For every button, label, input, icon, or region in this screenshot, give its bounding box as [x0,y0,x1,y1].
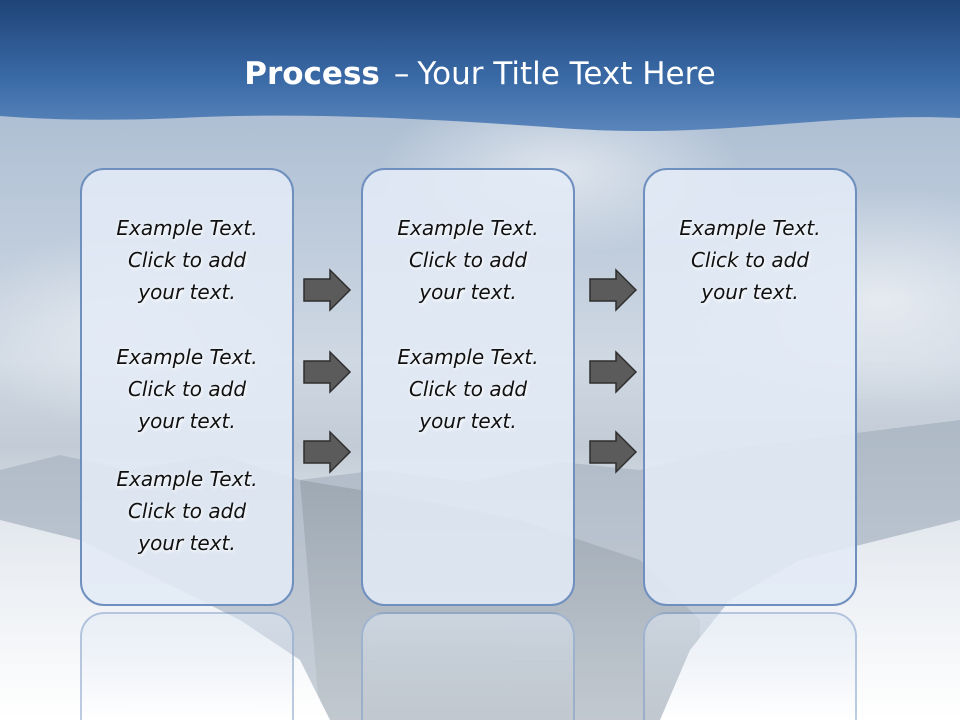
process-step-2-panel[interactable]: Example Text. Click to add your text. Ex… [361,168,575,606]
text-line: your text. [138,531,236,555]
text-line: Click to add [408,377,528,401]
text-line: your text. [138,280,236,304]
text-line: your text. [419,409,517,433]
text-line: Example Text. [116,216,258,240]
right-arrow-icon[interactable] [302,350,352,394]
text-line: Click to add [127,377,247,401]
right-arrow-icon[interactable] [588,268,638,312]
text-line: Click to add [690,248,810,272]
process-step-3-panel[interactable]: Example Text. Click to add your text. [643,168,857,606]
text-line: your text. [138,409,236,433]
right-arrow-icon[interactable] [302,430,352,474]
text-line: your text. [701,280,799,304]
text-line: Example Text. [116,467,258,491]
text-line: Example Text. [397,216,539,240]
right-arrow-icon[interactable] [588,350,638,394]
text-line: Click to add [127,499,247,523]
panel-reflection [80,612,294,720]
title-text: Your Title Text Here [417,56,716,92]
text-line: Example Text. [116,345,258,369]
process-step-1-panel[interactable]: Example Text. Click to add your text. Ex… [80,168,294,606]
text-line: Example Text. [679,216,821,240]
title-bold-text: Process [244,56,380,92]
slide-title[interactable]: Process–Your Title Text Here [0,52,960,96]
text-line: Click to add [127,248,247,272]
text-placeholder[interactable]: Example Text. Click to add your text. [363,212,573,308]
text-placeholder[interactable]: Example Text. Click to add your text. [82,463,292,559]
text-placeholder[interactable]: Example Text. Click to add your text. [82,341,292,437]
text-line: Example Text. [397,345,539,369]
title-band [0,0,960,132]
panel-reflection [643,612,857,720]
text-line: your text. [419,280,517,304]
panel-reflection [361,612,575,720]
text-placeholder[interactable]: Example Text. Click to add your text. [363,341,573,437]
text-placeholder[interactable]: Example Text. Click to add your text. [82,212,292,308]
right-arrow-icon[interactable] [588,430,638,474]
title-separator: – [393,56,410,92]
text-line: Click to add [408,248,528,272]
right-arrow-icon[interactable] [302,268,352,312]
text-placeholder[interactable]: Example Text. Click to add your text. [645,212,855,308]
